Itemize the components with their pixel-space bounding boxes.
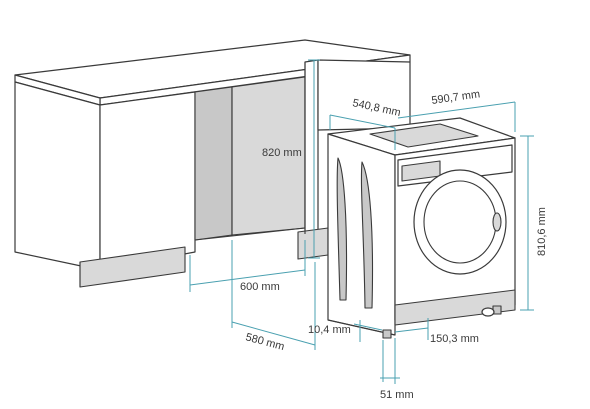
right-cabinet-side	[317, 59, 411, 131]
machine-base	[394, 289, 516, 326]
dim-niche-depth-label: 580 mm	[244, 331, 286, 353]
dim-top-width-label: 590,7 mm	[431, 88, 481, 107]
side-vent-right	[360, 161, 374, 309]
kitchen-cabinet	[14, 39, 411, 288]
dim-machine-height-label: 810,6 mm	[536, 207, 548, 256]
right-plinth	[297, 227, 329, 260]
dim-base-height-label: 10,4 mm	[308, 324, 351, 336]
dimension-lines	[189, 59, 534, 384]
washing-machine	[327, 117, 516, 339]
dim-niche-width-label: 600 mm	[240, 281, 280, 293]
machine-foot	[382, 329, 392, 339]
pump-filter	[481, 307, 495, 317]
left-cabinet-side	[14, 81, 101, 271]
niche-back-wall	[194, 86, 233, 241]
left-cabinet-front	[99, 91, 196, 271]
side-vent-left	[336, 157, 348, 301]
door-ring	[413, 169, 507, 275]
right-cabinet-front	[304, 59, 319, 235]
dim-foot-offset-label: 51 mm	[380, 389, 414, 401]
dim-niche-height-label: 820 mm	[262, 147, 302, 159]
door-hinge	[492, 212, 502, 232]
dim-base-offset-label: 150,3 mm	[430, 333, 479, 345]
